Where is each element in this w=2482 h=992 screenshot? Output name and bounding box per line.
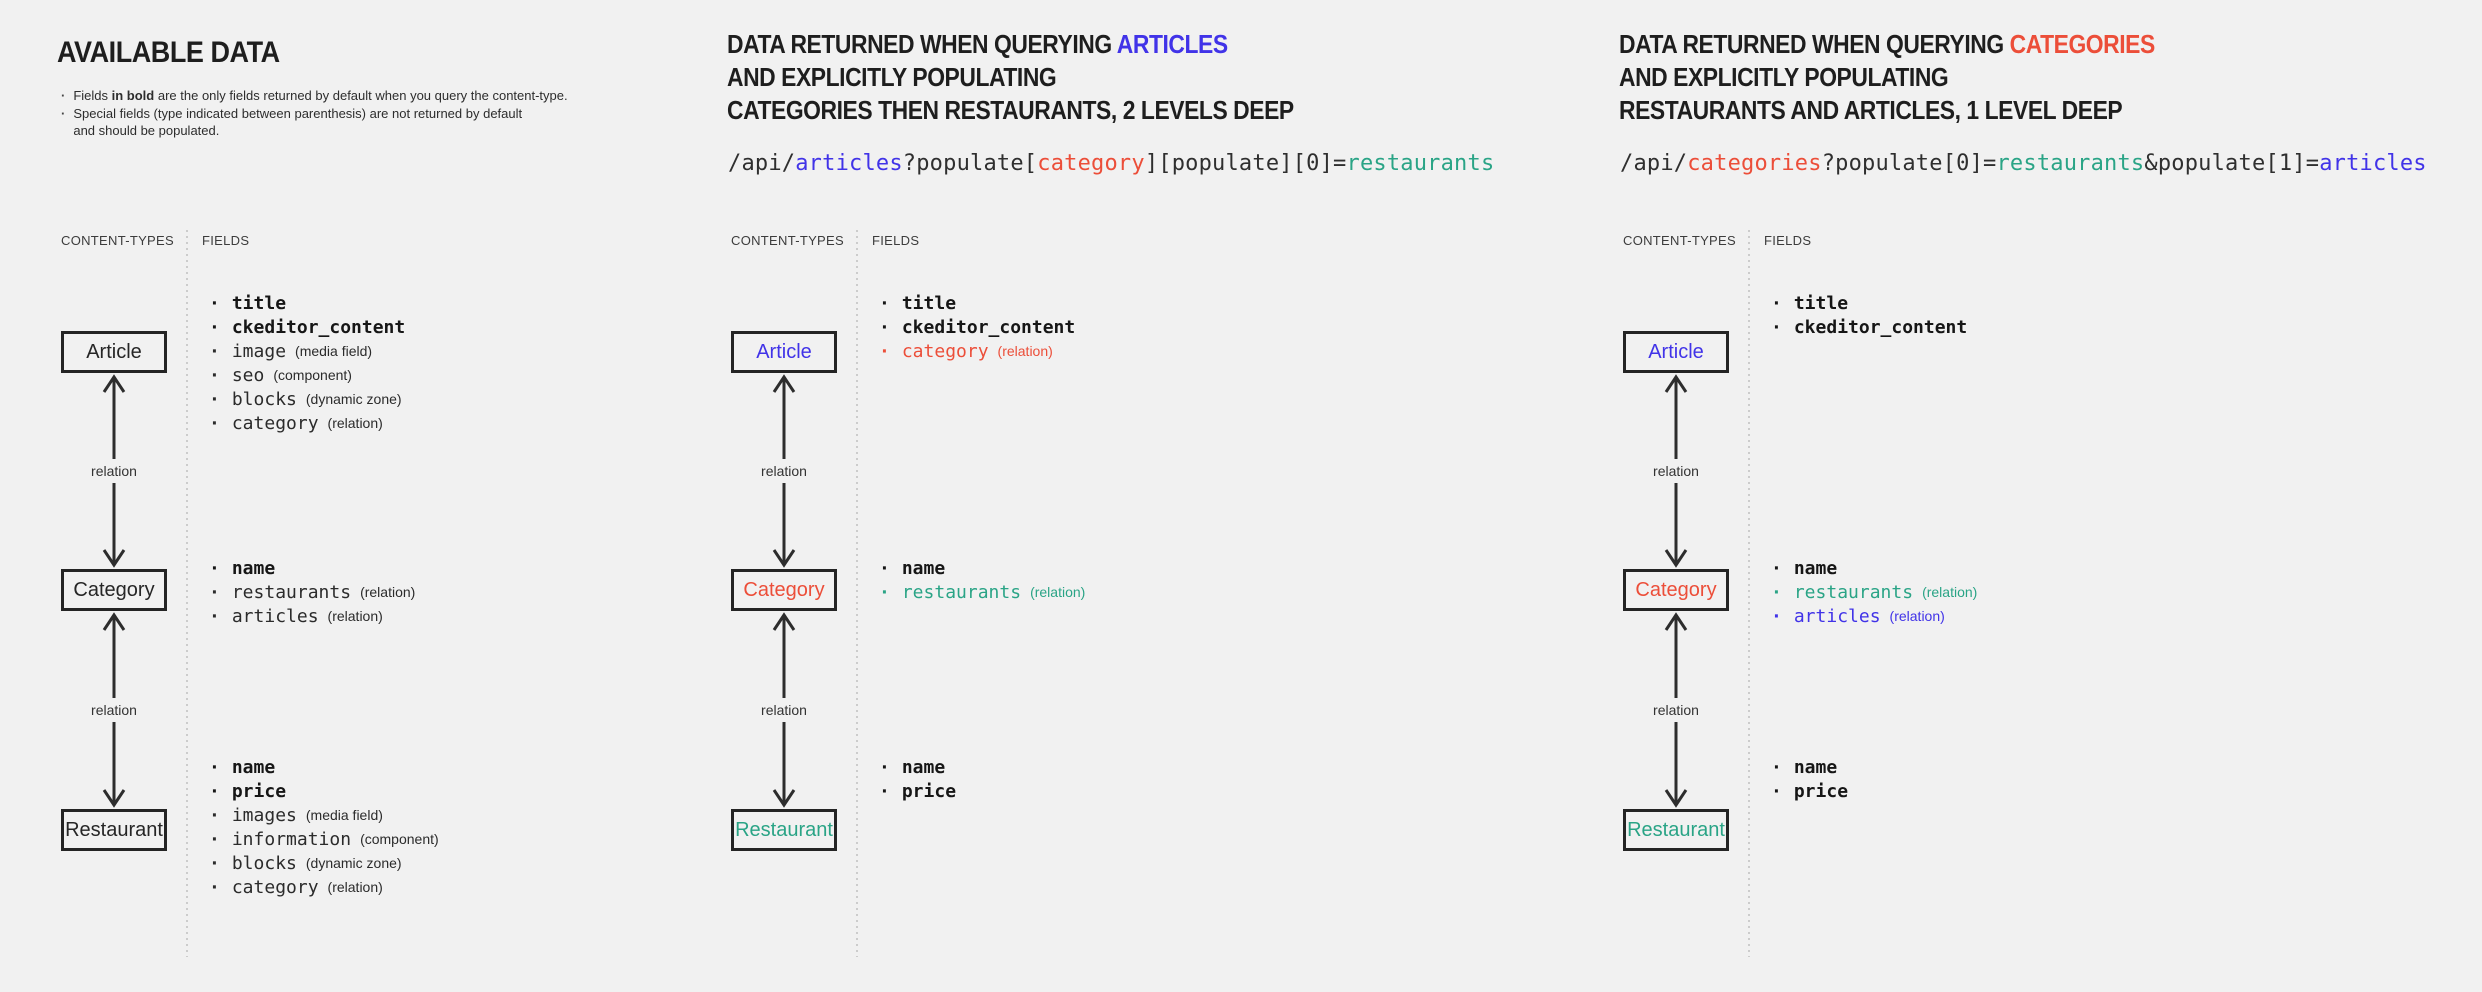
field-row-name: name	[209, 755, 439, 779]
field-row-blocks: blocks(dynamic zone)	[209, 851, 439, 875]
relation-label: relation	[759, 459, 809, 483]
notes-list: Fields in bold are the only fields retur…	[61, 87, 568, 140]
fields-list-article: title ckeditor_content category(relation…	[879, 291, 1075, 363]
field-row-category: category(relation)	[209, 411, 405, 435]
field-row-price: price	[209, 779, 439, 803]
field-row-articles: articles(relation)	[1771, 604, 1977, 628]
section-title: DATA RETURNED WHEN QUERYING ARTICLES AND…	[727, 29, 1294, 125]
field-row-name: name	[879, 556, 1085, 580]
field-row-price: price	[879, 779, 956, 803]
node-restaurant: Restaurant	[61, 809, 167, 851]
relation-connector: relation	[759, 612, 809, 808]
api-query-code: /api/articles?populate[category][populat…	[728, 151, 1495, 176]
node-article: Article	[731, 331, 837, 373]
node-article: Article	[61, 331, 167, 373]
content-types-label: CONTENT-TYPES	[61, 233, 174, 248]
fields-label: FIELDS	[1764, 233, 1812, 248]
node-category: Category	[731, 569, 837, 611]
node-restaurant: Restaurant	[1623, 809, 1729, 851]
field-row-restaurants: restaurants(relation)	[209, 580, 415, 604]
fields-label: FIELDS	[872, 233, 920, 248]
node-restaurant: Restaurant	[731, 809, 837, 851]
field-row-title: title	[209, 291, 405, 315]
field-row-blocks: blocks(dynamic zone)	[209, 387, 405, 411]
field-row-ckeditor-content: ckeditor_content	[209, 315, 405, 339]
note-special-fields: Special fields (type indicated between p…	[61, 105, 568, 140]
field-row-name: name	[209, 556, 415, 580]
relation-label: relation	[759, 698, 809, 722]
fields-list-restaurant: name price	[879, 755, 956, 803]
relation-connector: relation	[759, 374, 809, 568]
dotted-divider	[1748, 230, 1750, 957]
field-row-restaurants: restaurants(relation)	[1771, 580, 1977, 604]
relation-label: relation	[1651, 698, 1701, 722]
fields-label: FIELDS	[202, 233, 250, 248]
fields-list-category: name restaurants(relation) articles(rela…	[1771, 556, 1977, 628]
section-title: DATA RETURNED WHEN QUERYING CATEGORIES A…	[1619, 29, 2155, 125]
relation-label: relation	[89, 698, 139, 722]
relation-label: relation	[1651, 459, 1701, 483]
field-row-name: name	[879, 755, 956, 779]
fields-list-category: name restaurants(relation)	[879, 556, 1085, 604]
section-title: AVAILABLE DATA	[57, 36, 280, 69]
column-available-data: AVAILABLE DATA Fields in bold are the on…	[57, 0, 717, 992]
relation-connector: relation	[1651, 612, 1701, 808]
field-row-name: name	[1771, 556, 1977, 580]
dotted-divider	[186, 230, 188, 957]
column-query-categories: DATA RETURNED WHEN QUERYING CATEGORIES A…	[1619, 0, 2479, 992]
relation-connector: relation	[89, 612, 139, 808]
field-row-image: image(media field)	[209, 339, 405, 363]
field-row-category: category(relation)	[209, 875, 439, 899]
content-types-label: CONTENT-TYPES	[1623, 233, 1736, 248]
field-row-category: category(relation)	[879, 339, 1075, 363]
field-row-price: price	[1771, 779, 1848, 803]
node-category: Category	[1623, 569, 1729, 611]
api-query-code: /api/categories?populate[0]=restaurants&…	[1620, 151, 2427, 176]
relation-connector: relation	[1651, 374, 1701, 568]
dotted-divider	[856, 230, 858, 957]
field-row-images: images(media field)	[209, 803, 439, 827]
relation-label: relation	[89, 459, 139, 483]
field-row-name: name	[1771, 755, 1848, 779]
node-category: Category	[61, 569, 167, 611]
fields-list-article: title ckeditor_content image(media field…	[209, 291, 405, 435]
fields-list-article: title ckeditor_content	[1771, 291, 1967, 339]
field-row-ckeditor-content: ckeditor_content	[879, 315, 1075, 339]
field-row-articles: articles(relation)	[209, 604, 415, 628]
field-row-title: title	[1771, 291, 1967, 315]
fields-list-restaurant: name price images(media field) informati…	[209, 755, 439, 899]
node-article: Article	[1623, 331, 1729, 373]
field-row-seo: seo(component)	[209, 363, 405, 387]
fields-list-category: name restaurants(relation) articles(rela…	[209, 556, 415, 628]
column-query-articles: DATA RETURNED WHEN QUERYING ARTICLES AND…	[727, 0, 1607, 992]
field-row-information: information(component)	[209, 827, 439, 851]
relation-connector: relation	[89, 374, 139, 568]
note-default-fields: Fields in bold are the only fields retur…	[61, 87, 567, 105]
field-row-title: title	[879, 291, 1075, 315]
fields-list-restaurant: name price	[1771, 755, 1848, 803]
field-row-ckeditor-content: ckeditor_content	[1771, 315, 1967, 339]
field-row-restaurants: restaurants(relation)	[879, 580, 1085, 604]
content-types-label: CONTENT-TYPES	[731, 233, 844, 248]
